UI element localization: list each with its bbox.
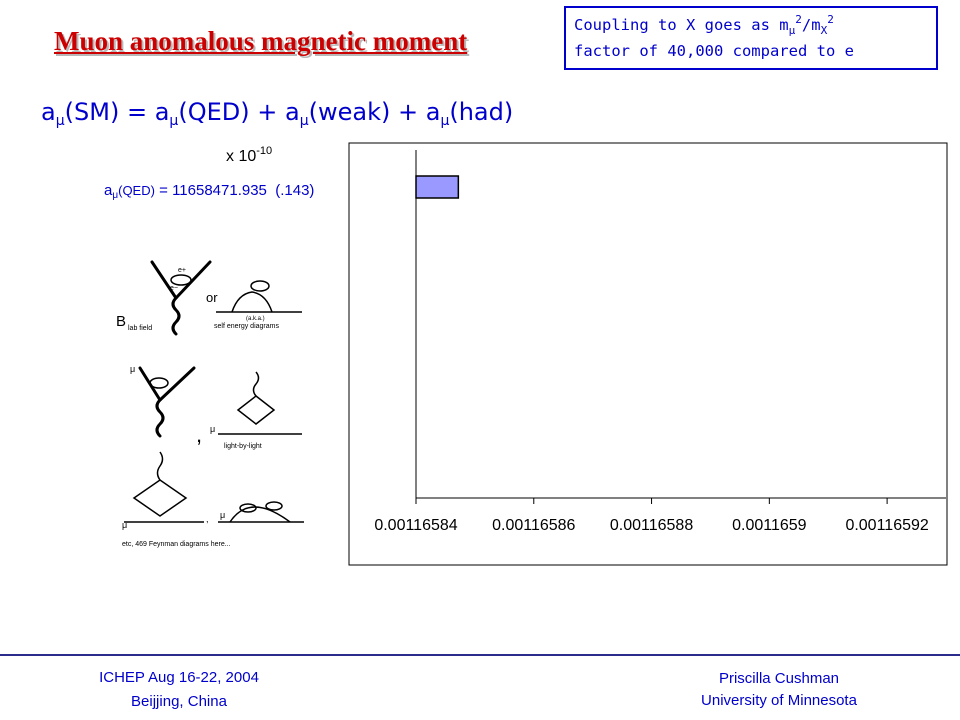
coupling-callout: Coupling to X goes as mμ2/mX2 factor of …	[564, 6, 938, 70]
bar-0	[415, 175, 460, 199]
footer-conference: ICHEP Aug 16-22, 2004 Beijjing, China	[64, 666, 294, 714]
svg-text:e−: e−	[170, 285, 178, 292]
x-tick-label-3: 0.0011659	[732, 517, 807, 534]
footer-conference-line-2: Beijjing, China	[131, 693, 227, 710]
svg-text:light-by-light: light-by-light	[224, 443, 262, 450]
callout-line-2: factor of 40,000 compared to e	[574, 42, 854, 60]
scale-factor: x 10-10	[226, 145, 273, 165]
footer-author-line-1: Priscilla Cushman	[718, 670, 840, 687]
x-tick-label-4: 0.00116592	[845, 517, 928, 534]
svg-text:μ: μ	[220, 510, 225, 520]
svg-text:,: ,	[196, 422, 202, 447]
svg-text:μ: μ	[210, 424, 215, 434]
callout-line-1: Coupling to X goes as mμ2/mX2	[574, 13, 834, 37]
x-tick-label-2: 0.00116588	[610, 517, 693, 534]
svg-text:(a.k.a.): (a.k.a.)	[246, 316, 265, 322]
footer-conference-line-1: ICHEP Aug 16-22, 2004	[99, 669, 259, 686]
feynman-diagrams: e+ e− or B lab field (a.k.a.) self energ…	[114, 256, 314, 556]
svg-text:B: B	[116, 313, 126, 330]
x-tick-label-1: 0.00116586	[492, 517, 575, 534]
svg-text:,: ,	[206, 514, 209, 524]
svg-text:lab field: lab field	[128, 325, 152, 332]
svg-text:μ: μ	[130, 364, 135, 374]
svg-text:etc, 469 Feynman diagrams here: etc, 469 Feynman diagrams here...	[122, 541, 231, 548]
sm-equation: aμ(SM) = aμ(QED) + aμ(weak) + aμ(had)	[41, 98, 514, 129]
qed-value: aμ(QED) = 11658471.935 (.143)	[104, 182, 315, 201]
qed-bar-chart: 0.00116584 0.00116586 0.00116588 0.0011659 0…	[348, 142, 948, 566]
svg-text:self energy diagrams: self energy diagrams	[214, 323, 279, 330]
footer-author: Priscilla Cushman University of Minnesot…	[664, 668, 894, 712]
footer-author-line-2: University of Minnesota	[701, 692, 857, 709]
svg-text:or: or	[206, 290, 218, 305]
slide-title: Muon anomalous magnetic moment	[54, 26, 468, 56]
chart-frame	[348, 142, 948, 566]
footer-rule	[0, 654, 960, 656]
svg-text:μ: μ	[122, 520, 127, 530]
x-tick-label-0: 0.00116584	[374, 517, 457, 534]
svg-text:e+: e+	[178, 267, 186, 274]
